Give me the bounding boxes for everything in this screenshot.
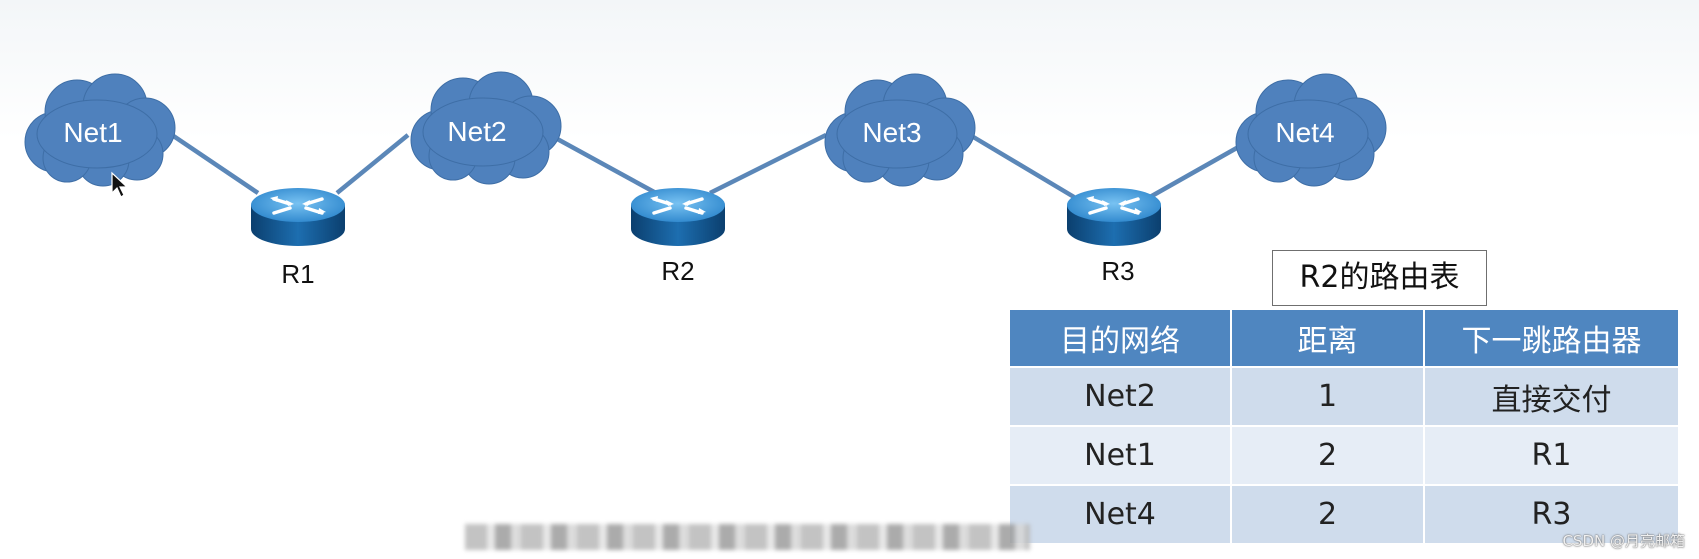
router-label-r1: R1 [281,259,314,289]
cloud-label-net4: Net4 [1275,117,1334,148]
table-header-row: 目的网络 距离 下一跳路由器 [1008,308,1680,368]
routing-table: 目的网络 距离 下一跳路由器 Net2 1 直接交付 Net1 2 R1 Net… [1008,308,1680,545]
header-destination: 目的网络 [1008,308,1232,368]
router-label-r3: R3 [1101,256,1134,286]
table-row: Net1 2 R1 [1008,425,1680,486]
router-r2-icon [629,186,727,248]
link-net1-r1 [170,133,260,195]
cell-destination: Net1 [1008,425,1232,486]
cell-distance: 1 [1230,366,1425,427]
table-row: Net4 2 R3 [1008,484,1680,545]
link-r3-net4 [1148,143,1244,199]
link-r2-net3 [708,132,828,196]
link-net2-r2 [548,133,658,195]
link-net3-r3 [968,133,1076,199]
cell-destination: Net2 [1008,366,1232,427]
header-next-hop: 下一跳路由器 [1423,308,1680,368]
table-row: Net2 1 直接交付 [1008,366,1680,427]
header-distance: 距离 [1230,308,1425,368]
cloud-label-net2: Net2 [447,116,506,147]
cell-next-hop: R3 [1423,484,1680,545]
link-r1-net2 [335,133,410,195]
cell-next-hop: 直接交付 [1423,366,1680,427]
cell-destination: Net4 [1008,484,1232,545]
mouse-cursor-icon [111,171,129,198]
router-label-r2: R2 [661,256,694,286]
cell-distance: 2 [1230,484,1425,545]
router-r3-icon [1065,186,1163,248]
cloud-label-net1: Net1 [63,117,122,148]
routing-table-caption: R2的路由表 [1272,250,1487,306]
router-r1-icon [249,186,347,248]
blurred-subtitle [465,524,1030,550]
cell-next-hop: R1 [1423,425,1680,486]
watermark: CSDN @月亮邮箱 [1562,532,1685,550]
cloud-label-net3: Net3 [862,117,921,148]
cell-distance: 2 [1230,425,1425,486]
